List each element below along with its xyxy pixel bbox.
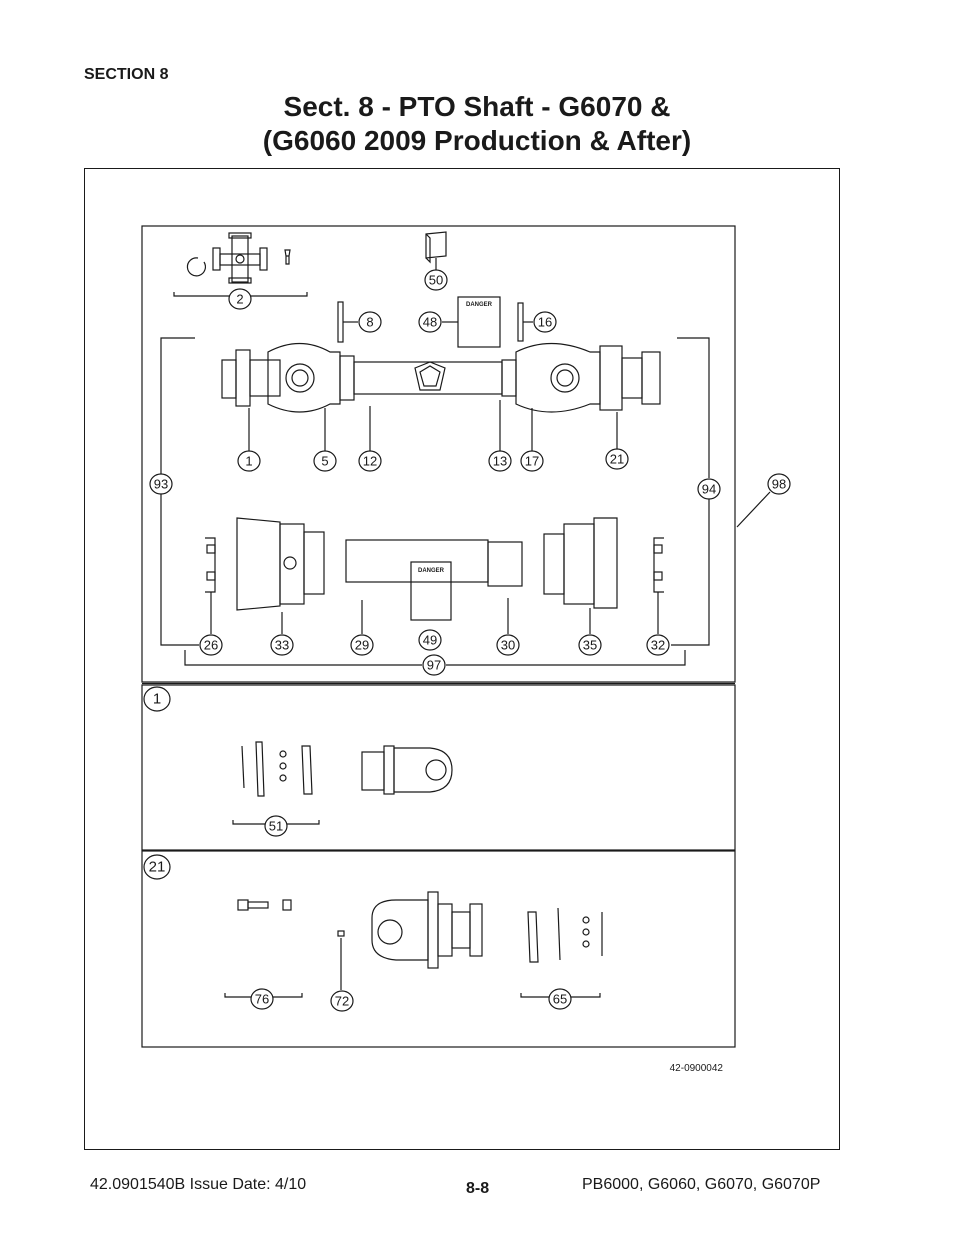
model-list: PB6000, G6060, G6070, G6070P	[582, 1176, 821, 1193]
yoke-repair-kit-icon	[241, 741, 313, 797]
grease-fitting-72-icon	[337, 930, 345, 937]
guard-tube-30-icon	[487, 541, 523, 587]
yoke-detail-21-icon	[371, 891, 483, 969]
callout-50: 50	[429, 273, 443, 288]
detail-1-panel	[141, 684, 736, 851]
callout-13: 13	[493, 454, 507, 469]
callout-1: 1	[245, 454, 252, 469]
callout-72: 72	[335, 994, 349, 1009]
callout-16: 16	[538, 315, 552, 330]
pin-16-icon	[517, 302, 524, 342]
decal-49-text: DANGER	[418, 568, 445, 574]
pto-shaft-assembly-icon	[221, 343, 661, 413]
cross-kit-icon	[186, 232, 291, 284]
callout-2: 2	[236, 292, 243, 307]
callout-29: 29	[355, 638, 369, 653]
callout-51: 51	[269, 819, 283, 834]
callout-76: 76	[255, 992, 269, 1007]
callout-21: 21	[610, 452, 624, 467]
callout-35: 35	[583, 638, 597, 653]
decal-48-text: DANGER	[466, 302, 493, 308]
guard-tube-29-icon	[345, 539, 489, 583]
callout-97: 97	[427, 658, 441, 673]
yoke-detail-1-icon	[361, 745, 453, 795]
bolt-kit-icon	[237, 899, 292, 911]
callout-26: 26	[204, 638, 218, 653]
callout-17: 17	[525, 454, 539, 469]
detail-21-panel	[141, 850, 736, 1048]
detail-1-label: 1	[153, 691, 161, 708]
page-title-line2: (G6060 2009 Production & After)	[262, 125, 692, 156]
guard-cone-35-icon	[543, 517, 618, 609]
page-title-line1: Sect. 8 - PTO Shaft - G6070 &	[283, 91, 671, 122]
guard-cone-33-icon	[236, 517, 325, 611]
callout-93: 93	[154, 477, 168, 492]
main-assembly-panel	[141, 225, 736, 683]
callout-49: 49	[423, 633, 437, 648]
callout-30: 30	[501, 638, 515, 653]
callout-48: 48	[423, 315, 437, 330]
bearing-ring-32-icon	[653, 537, 664, 593]
page-number: 8-8	[466, 1180, 490, 1197]
manual-icon	[425, 231, 447, 264]
callout-65: 65	[553, 992, 567, 1007]
section-label: SECTION 8	[84, 66, 169, 83]
callout-5: 5	[321, 454, 328, 469]
callout-12: 12	[363, 454, 377, 469]
decal-48-icon	[457, 296, 501, 348]
callout-8: 8	[366, 315, 373, 330]
callout-33: 33	[275, 638, 289, 653]
decal-49-icon	[410, 561, 452, 621]
pin-8-icon	[337, 301, 344, 343]
drawing-number: 42-0900042	[670, 1063, 724, 1074]
bearing-ring-26-icon	[205, 537, 216, 593]
callout-94: 94	[702, 482, 716, 497]
callout-32: 32	[651, 638, 665, 653]
callout-98: 98	[772, 477, 786, 492]
doc-number: 42.0901540B Issue Date: 4/10	[90, 1176, 307, 1193]
diagram-frame	[84, 168, 840, 1150]
bearing-kit-65-icon	[527, 907, 603, 963]
detail-21-label: 21	[149, 859, 166, 876]
